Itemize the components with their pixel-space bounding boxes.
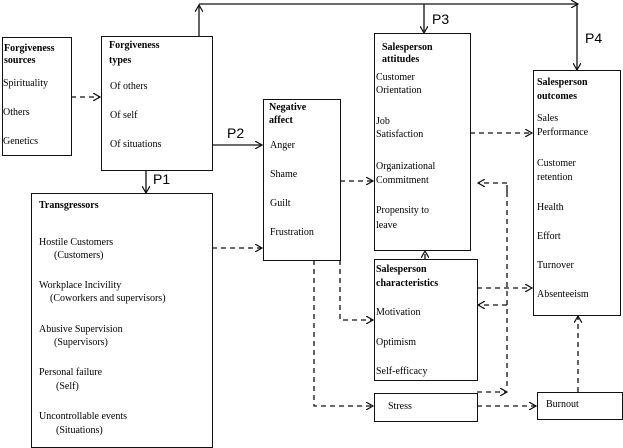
attitude-item-2: Commitment [376, 175, 429, 186]
path-label-p4: P4 [585, 30, 603, 46]
characteristic-item: Self-efficacy [376, 366, 428, 377]
burnout-box [537, 392, 623, 420]
outcome-item: Sales [537, 113, 559, 124]
salesperson-characteristics-title: Salesperson [376, 264, 427, 275]
transgressor-source: (Customers) [54, 250, 104, 261]
forgiveness-types-title: Forgiveness [109, 40, 160, 51]
path-label-p1: P1 [153, 171, 171, 187]
characteristic-item: Optimism [376, 337, 417, 348]
salesperson-characteristics-title-2: characteristics [376, 278, 439, 289]
salesperson-characteristics-box [374, 259, 478, 381]
attitude-item: Organizational [376, 161, 436, 172]
forgiveness-source-item: Genetics [3, 136, 38, 147]
transgressor-source: (Self) [56, 381, 79, 392]
attitude-item: Job [376, 116, 390, 127]
characteristic-item: Motivation [376, 307, 421, 318]
forgiveness-types-box [101, 36, 213, 171]
transgressor-name: Personal failure [39, 367, 103, 378]
arrow-affect-to-motivation [339, 260, 373, 320]
negative-affect-box [263, 99, 341, 261]
salesperson-attitudes-title: Salesperson [382, 42, 433, 53]
forgiveness-source-item: Others [3, 107, 30, 118]
outcome-item-2: retention [537, 172, 573, 183]
transgressor-name: Hostile Customers [39, 237, 114, 248]
path-label-p3: P3 [432, 11, 450, 27]
forgiveness-source-item: Spirituality [3, 78, 48, 89]
negative-affect-item: Frustration [270, 227, 314, 238]
forgiveness-types-title-2: types [109, 55, 132, 66]
transgressor-name: Uncontrollable events [39, 411, 128, 422]
arrow-feedback-to-commitment [478, 183, 508, 386]
attitude-item-2: leave [376, 220, 398, 231]
salesperson-attitudes-title-2: attitudes [382, 54, 420, 65]
salesperson-outcomes-box [533, 70, 621, 316]
attitude-item-2: Orientation [376, 85, 422, 96]
stress-box [374, 393, 478, 422]
outcome-item: Turnover [537, 260, 574, 271]
attitude-item: Customer [376, 72, 415, 83]
forgiveness-type-item: Of self [110, 110, 138, 121]
forgiveness-sources-box [2, 37, 72, 156]
transgressor-source: (Supervisors) [54, 337, 108, 348]
salesperson-outcomes-title-2: outcomes [537, 91, 577, 102]
attitude-item-2: Satisfaction [376, 129, 424, 140]
arrow-affect-to-stress [313, 260, 373, 406]
outcome-item: Absenteeism [537, 289, 589, 300]
stress-label: Stress [388, 401, 412, 412]
transgressor-source: (Coworkers and supervisors) [50, 293, 166, 304]
outcome-item-2: Performance [537, 127, 589, 138]
path-label-p2: P2 [227, 125, 245, 141]
negative-affect-item: Shame [270, 169, 298, 180]
burnout-label: Burnout [546, 399, 579, 410]
transgressor-source: (Situations) [56, 425, 103, 436]
transgressor-name: Workplace Incivility [39, 280, 122, 291]
negative-affect-title-2: affect [269, 115, 293, 126]
negative-affect-item: Guilt [270, 198, 291, 209]
outcome-item: Customer [537, 158, 576, 169]
outcome-item: Effort [537, 231, 561, 242]
transgressors-box [31, 193, 213, 448]
forgiveness-type-item: Of situations [110, 139, 162, 150]
negative-affect-title: Negative [269, 102, 307, 113]
forgiveness-type-item: Of others [110, 81, 148, 92]
attitude-item: Propensity to [376, 205, 430, 216]
forgiveness-sources-title-2: sources [4, 55, 36, 66]
transgressors-title: Transgressors [39, 200, 99, 211]
transgressor-name: Abusive Supervision [39, 324, 123, 335]
salesperson-attitudes-box [374, 33, 471, 251]
salesperson-outcomes-title: Salesperson [537, 77, 588, 88]
negative-affect-item: Anger [270, 140, 295, 151]
forgiveness-sources-title: Forgiveness [4, 43, 55, 54]
outcome-item: Health [537, 202, 564, 213]
